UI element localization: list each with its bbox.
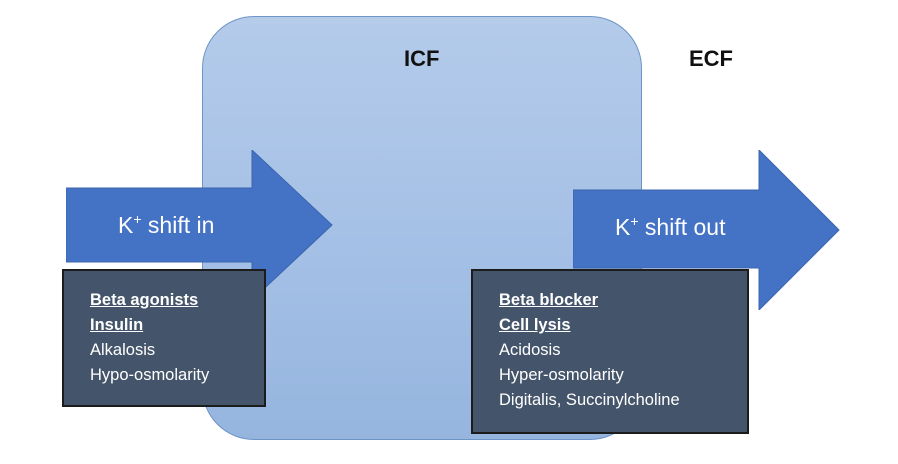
shift-in-arrow [66, 150, 334, 300]
shift-in-label: K+ shift in [118, 211, 215, 238]
shift-out-label: K+ shift out [615, 213, 726, 240]
shift-out-arrow [573, 150, 841, 310]
shift-out-factor: Beta blocker [499, 291, 599, 309]
shift-out-factors-box: Beta blocker Cell lysis Acidosis Hyper-o… [471, 269, 749, 434]
figure-caption [176, 0, 776, 12]
shift-out-factor: Digitalis, Succinylcholine [499, 391, 680, 409]
ecf-label: ECF [689, 46, 733, 71]
shift-out-factor: Cell lysis [499, 316, 571, 334]
shift-in-arrow-shape [66, 150, 333, 300]
shift-out-factor: Hyper-osmolarity [499, 366, 624, 384]
icf-label: ICF [404, 46, 440, 71]
shift-in-factors-box: Beta agonists Insulin Alkalosis Hypo-osm… [62, 269, 266, 407]
shift-out-arrow-shape [573, 150, 840, 310]
shift-in-factor: Alkalosis [90, 341, 156, 359]
shift-in-factor: Hypo-osmolarity [90, 366, 210, 384]
shift-in-factor: Insulin [90, 316, 144, 334]
shift-out-factor: Acidosis [499, 341, 561, 359]
shift-in-factor: Beta agonists [90, 291, 199, 309]
